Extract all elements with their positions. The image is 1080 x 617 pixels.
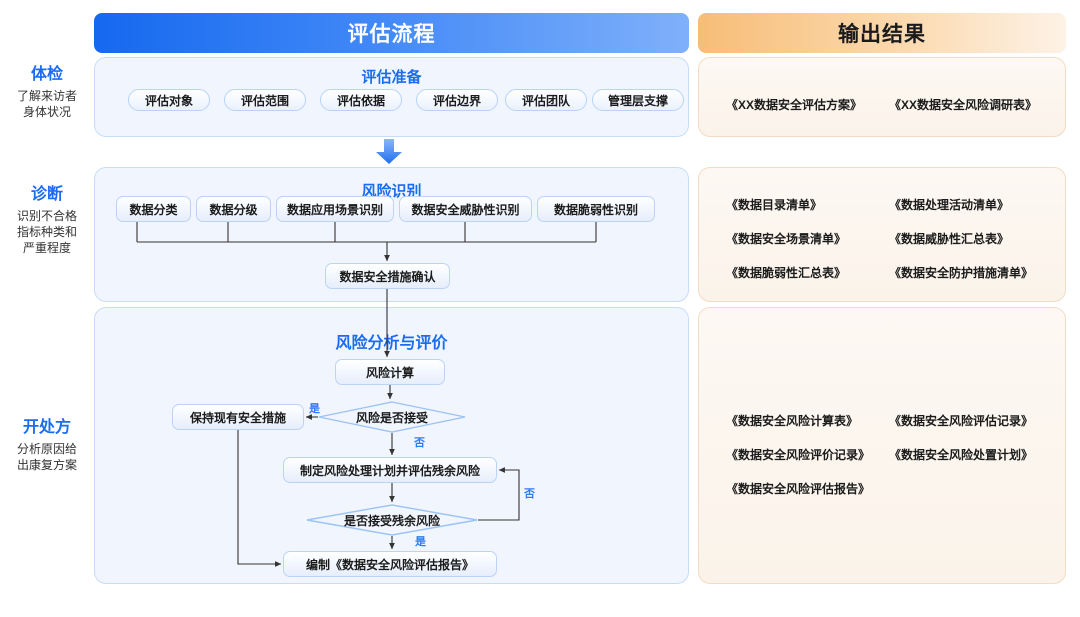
header-output: 输出结果	[698, 13, 1066, 53]
diamond-shape	[318, 401, 466, 433]
stage-label-checkup: 体检 了解来访者 身体状况	[3, 65, 91, 120]
output-doc: 《数据安全防护措施清单》	[889, 266, 1034, 280]
node-risk-treatment-plan[interactable]: 制定风险处理计划并评估残余风险	[283, 457, 497, 483]
pill-assessment-team[interactable]: 评估团队	[505, 89, 587, 111]
node-keep-existing-measures[interactable]: 保持现有安全措施	[172, 404, 304, 430]
stage-label-prescription: 开处方 分析原因给 出康复方案	[3, 418, 91, 473]
output-doc: 《数据处理活动清单》	[889, 198, 1010, 212]
stage-desc: 识别不合格 指标种类和 严重程度	[16, 209, 77, 255]
panel-risk-analysis-evaluation: 风险分析与评价	[94, 307, 689, 584]
diamond-shape	[306, 504, 478, 536]
pill-assessment-scope[interactable]: 评估范围	[224, 89, 306, 111]
decision-label: 是否接受残余风险	[343, 513, 440, 528]
output-doc: 《XX数据安全风险调研表》	[889, 98, 1038, 112]
node-data-grading[interactable]: 数据分级	[196, 196, 271, 222]
stage-name: 体检	[30, 66, 63, 83]
header-output-title: 输出结果	[838, 23, 926, 46]
output-card-preparation: 《XX数据安全评估方案》 《XX数据安全风险调研表》	[698, 57, 1066, 137]
header-process-title: 评估流程	[347, 23, 436, 46]
node-data-classification[interactable]: 数据分类	[116, 196, 191, 222]
output-card-analysis: 《数据安全风险计算表》 《数据安全风险评价记录》 《数据安全风险评估报告》 《数…	[698, 307, 1066, 584]
output-doc: 《数据安全风险评价记录》	[726, 448, 871, 462]
stage-desc: 了解来访者 身体状况	[16, 89, 77, 119]
output-doc: 《数据安全风险处置计划》	[889, 448, 1034, 462]
edge-label-accept-yes: 是	[309, 403, 320, 415]
output-doc: 《XX数据安全评估方案》	[726, 98, 863, 112]
decision-label: 风险是否接受	[355, 410, 428, 425]
panel-title: 风险识别	[361, 183, 422, 200]
panel-title: 评估准备	[361, 69, 422, 86]
node-risk-calculation[interactable]: 风险计算	[335, 359, 445, 385]
pill-assessment-object[interactable]: 评估对象	[128, 89, 210, 111]
stage-name: 诊断	[30, 186, 63, 203]
node-compile-assessment-report[interactable]: 编制《数据安全风险评估报告》	[283, 551, 497, 577]
stage-desc: 分析原因给 出康复方案	[16, 442, 77, 472]
stage-label-diagnosis: 诊断 识别不合格 指标种类和 严重程度	[3, 185, 91, 256]
output-card-identification: 《数据目录清单》 《数据安全场景清单》 《数据脆弱性汇总表》 《数据处理活动清单…	[698, 167, 1066, 302]
header-process: 评估流程	[94, 13, 689, 53]
node-security-measure-confirmation[interactable]: 数据安全措施确认	[325, 263, 450, 289]
pill-assessment-boundary[interactable]: 评估边界	[416, 89, 498, 111]
node-data-scenario-identification[interactable]: 数据应用场景识别	[276, 196, 394, 222]
panel-title: 风险分析与评价	[335, 335, 448, 352]
pill-assessment-basis[interactable]: 评估依据	[320, 89, 402, 111]
output-doc: 《数据安全风险计算表》	[726, 414, 859, 428]
node-data-vulnerability-identification[interactable]: 数据脆弱性识别	[537, 196, 655, 222]
output-doc: 《数据安全风险评估记录》	[889, 414, 1034, 428]
edge-label-residual-yes: 是	[415, 536, 426, 548]
edge-label-residual-no: 否	[524, 488, 535, 500]
output-doc: 《数据安全风险评估报告》	[726, 482, 871, 496]
arrow-down-icon	[376, 139, 402, 164]
pill-management-support[interactable]: 管理层支撑	[592, 89, 684, 111]
output-doc: 《数据脆弱性汇总表》	[726, 266, 847, 280]
stage-name: 开处方	[22, 419, 71, 436]
decision-risk-acceptable[interactable]: 风险是否接受	[318, 401, 466, 433]
edge-label-accept-no: 否	[414, 437, 425, 449]
output-doc: 《数据威胁性汇总表》	[889, 232, 1010, 246]
output-doc: 《数据目录清单》	[726, 198, 823, 212]
decision-residual-risk-acceptable[interactable]: 是否接受残余风险	[306, 504, 478, 536]
output-doc: 《数据安全场景清单》	[726, 232, 847, 246]
node-data-threat-identification[interactable]: 数据安全威胁性识别	[399, 196, 532, 222]
